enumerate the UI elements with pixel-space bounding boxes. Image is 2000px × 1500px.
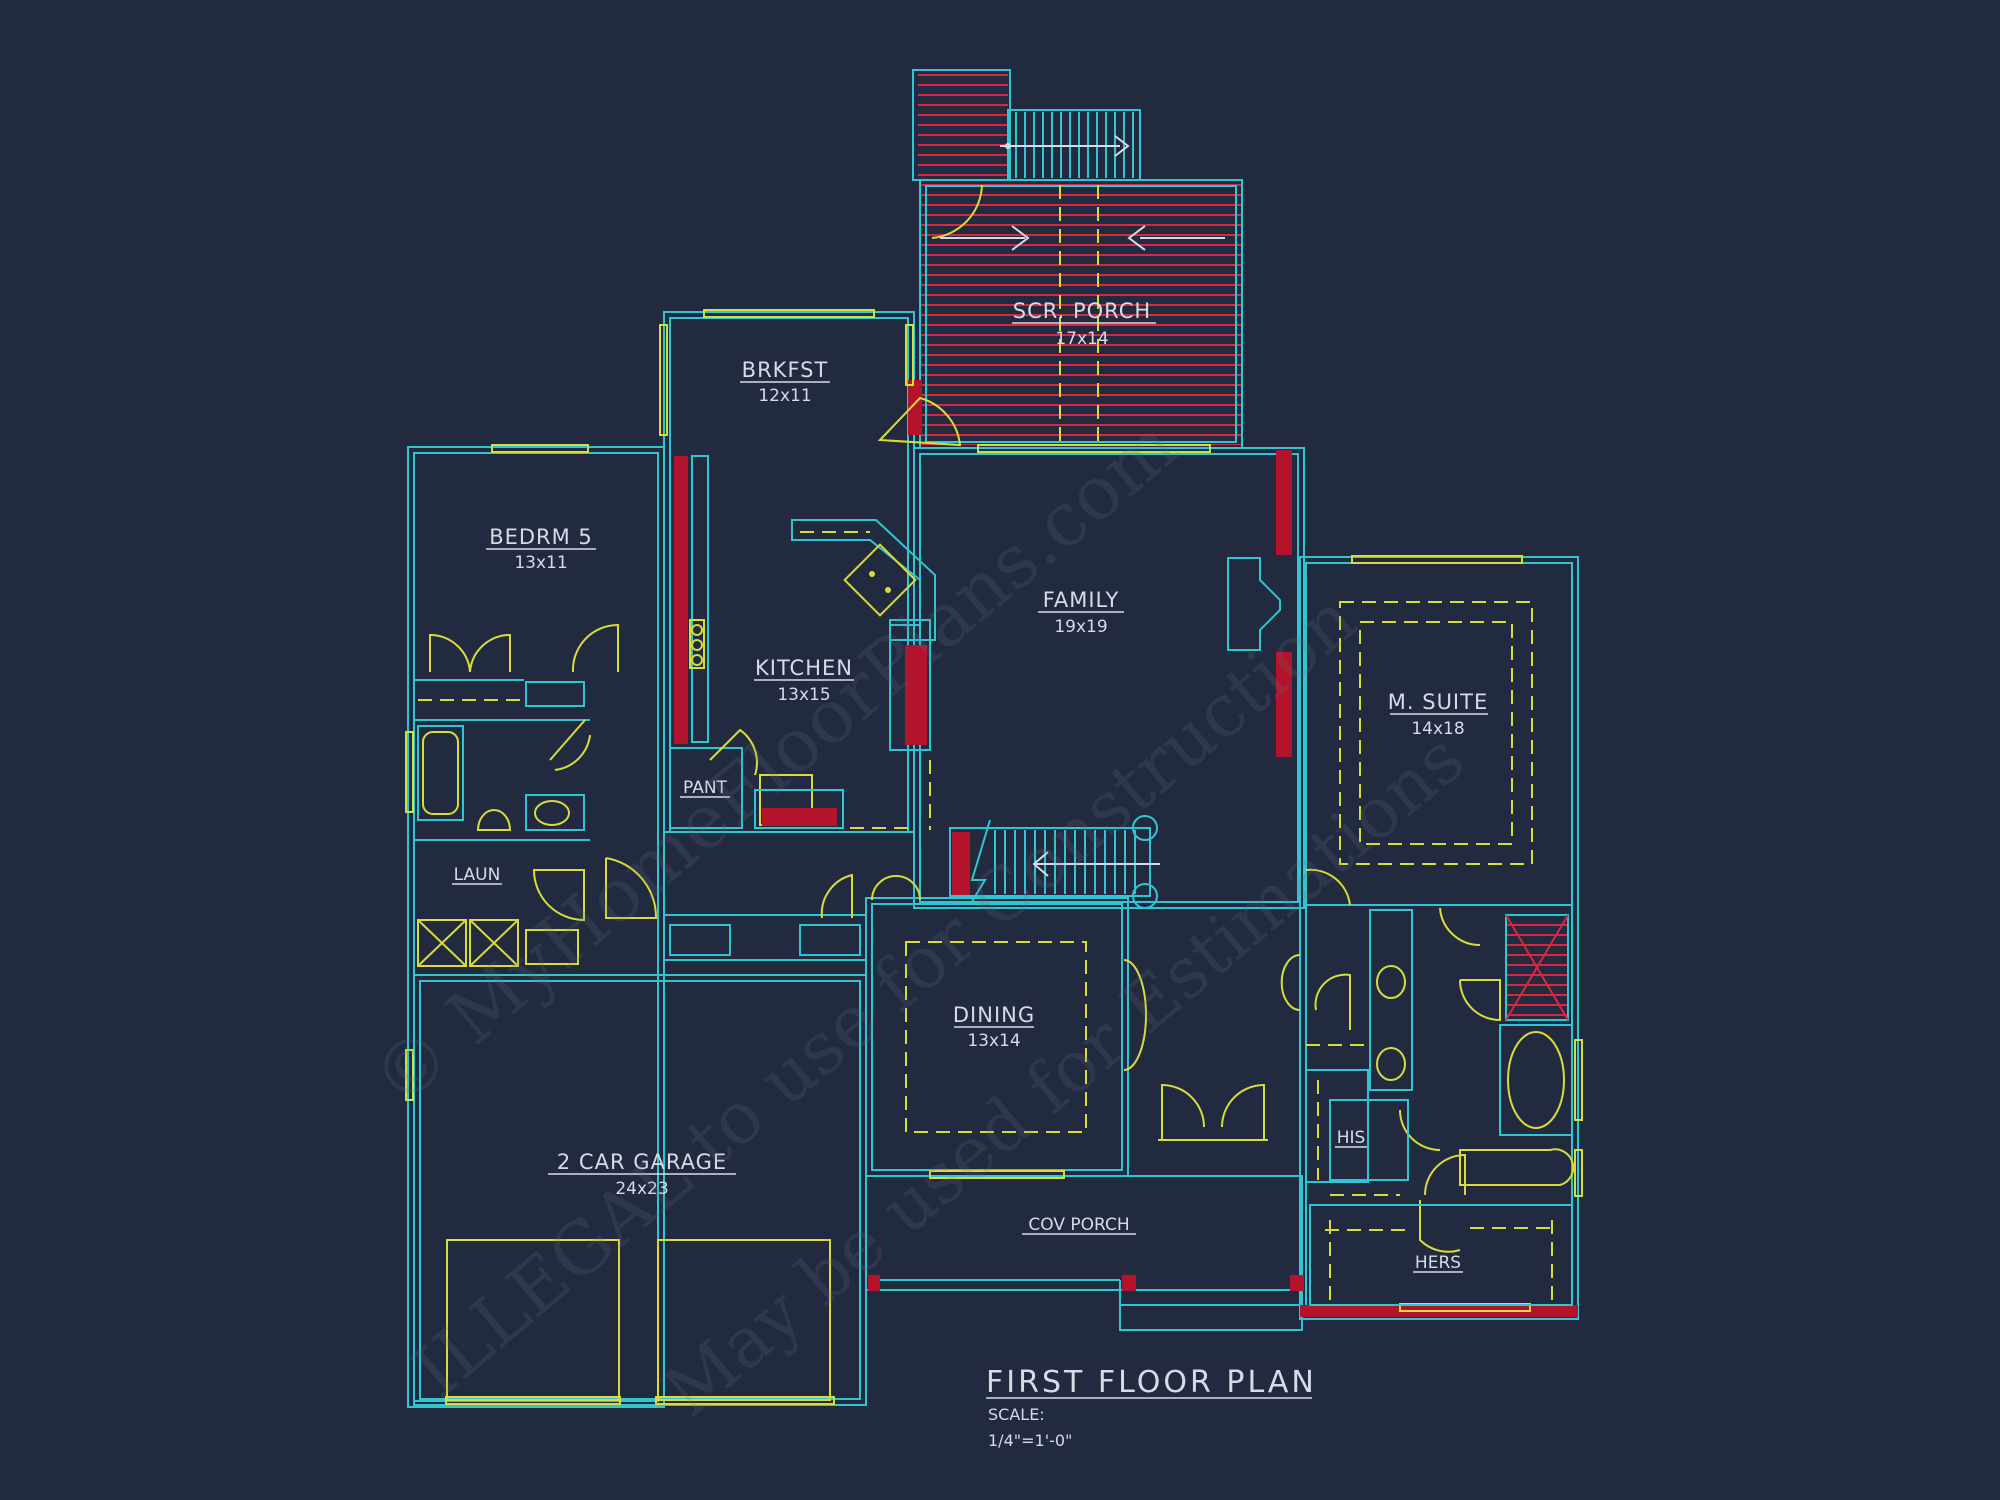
svg-text:FAMILY: FAMILY (1043, 588, 1120, 612)
porch-door-swing (931, 184, 983, 239)
svg-text:KITCHEN: KITCHEN (755, 656, 853, 680)
svg-text:DINING: DINING (953, 1003, 1035, 1027)
room-label-m-suite: M. SUITE 14x18 (1388, 690, 1488, 739)
svg-text:13x11: 13x11 (514, 553, 567, 573)
svg-text:BRKFST: BRKFST (742, 358, 829, 382)
room-label-kitchen: KITCHEN 13x15 (754, 656, 854, 705)
room-label-brkfst: BRKFST 12x11 (740, 358, 830, 406)
screened-porch-deck (912, 69, 1243, 449)
room-label-pant: PANT (680, 778, 730, 798)
svg-text:SCALE:: SCALE: (988, 1405, 1045, 1424)
svg-text:COV PORCH: COV PORCH (1028, 1215, 1129, 1235)
room-label-scr-porch: SCR. PORCH 17x14 (1012, 299, 1156, 349)
garage-doors (446, 1239, 831, 1401)
kitchen-counters (669, 396, 962, 830)
svg-text:BEDRM 5: BEDRM 5 (489, 525, 593, 549)
porch-arrows (940, 225, 1225, 251)
svg-text:HERS: HERS (1415, 1253, 1461, 1273)
svg-text:SCR. PORCH: SCR. PORCH (1013, 299, 1151, 323)
svg-text:13x14: 13x14 (967, 1031, 1020, 1051)
room-label-hers: HERS (1413, 1253, 1463, 1273)
room-label-family: FAMILY 19x19 (1038, 588, 1124, 637)
laundry-fixtures (417, 857, 853, 967)
svg-text:12x11: 12x11 (758, 386, 811, 406)
main-stairs (949, 815, 1160, 909)
plan-title-block: FIRST FLOOR PLAN SCALE: 1/4"=1'-0" (986, 1365, 1317, 1450)
his-closet (1305, 1044, 1409, 1196)
svg-text:© MyHomeFloorPlans.com: © MyHomeFloorPlans.com (356, 402, 1193, 1124)
room-label-laun: LAUN (452, 865, 502, 885)
master-bath (1280, 868, 1575, 1253)
svg-text:FIRST FLOOR PLAN: FIRST FLOOR PLAN (986, 1365, 1317, 1400)
svg-text:M. SUITE: M. SUITE (1388, 690, 1488, 714)
svg-text:PANT: PANT (683, 778, 728, 798)
room-label-cov-porch: COV PORCH (1022, 1215, 1136, 1235)
svg-text:HIS: HIS (1337, 1128, 1366, 1148)
porch-stairs (1000, 109, 1141, 181)
room-label-dining: DINING 13x14 (953, 1003, 1035, 1051)
room-label-bedrm5: BEDRM 5 13x11 (486, 525, 596, 573)
fireplace (1227, 557, 1281, 651)
master-suite-ceiling (1339, 601, 1533, 865)
svg-text:17x14: 17x14 (1055, 329, 1108, 349)
room-label-garage: 2 CAR GARAGE 24x23 (548, 1150, 736, 1199)
windows (405, 309, 1583, 1405)
dining-ceiling-detail (871, 875, 1268, 1141)
svg-text:2 CAR GARAGE: 2 CAR GARAGE (557, 1150, 727, 1174)
svg-text:19x19: 19x19 (1054, 617, 1107, 637)
hers-closet (1309, 1204, 1573, 1306)
svg-text:14x18: 14x18 (1411, 719, 1464, 739)
svg-text:24x23: 24x23 (615, 1179, 668, 1199)
room-label-his: HIS (1335, 1128, 1367, 1148)
svg-text:LAUN: LAUN (454, 865, 501, 885)
svg-text:1/4"=1'-0": 1/4"=1'-0" (988, 1431, 1072, 1450)
bedroom5-closet-bath (414, 623, 619, 841)
svg-text:13x15: 13x15 (777, 685, 830, 705)
